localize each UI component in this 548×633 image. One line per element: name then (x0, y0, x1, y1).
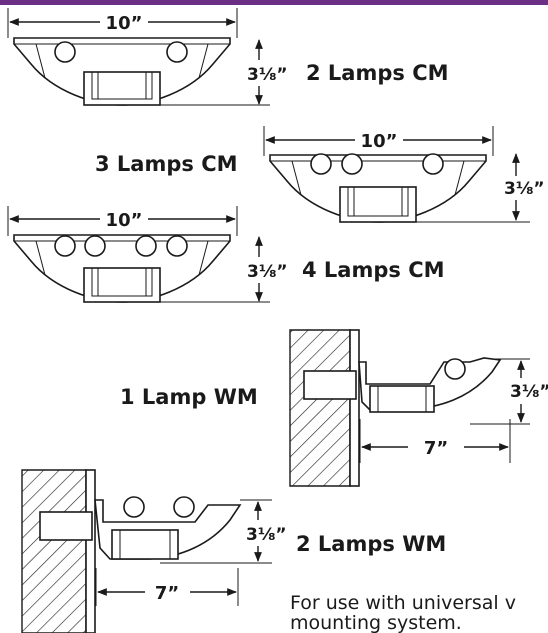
height-dimension: 3⅛” (246, 525, 287, 545)
label-2-lamps-wm: 2 Lamps WM (296, 532, 446, 556)
height-dimension: 3⅛” (247, 262, 288, 282)
label-4-lamps-cm: 4 Lamps CM (302, 258, 445, 282)
width-dimension: 10” (106, 13, 143, 34)
label-3-lamps-cm: 3 Lamps CM (95, 152, 238, 176)
mounting-note-line-2: mounting system. (290, 612, 462, 633)
width-dimension: 10” (361, 131, 398, 152)
label-1-lamp-wm: 1 Lamp WM (120, 385, 258, 409)
fixture-2-lamps-wm: 3⅛” 7” 2 Lamps WM (21, 469, 446, 633)
height-dimension: 3⅛” (510, 382, 548, 402)
depth-dimension: 7” (424, 438, 448, 459)
fixture-3-lamps-cm: 10” 3⅛” 3 Lamps CM (95, 126, 545, 223)
height-dimension: 3⅛” (504, 179, 545, 199)
depth-dimension: 7” (155, 583, 179, 604)
fixture-2-lamps-cm: 10” 3⅛” 2 Lamps CM (7, 8, 449, 106)
width-dimension: 10” (106, 210, 143, 231)
fixture-4-lamps-cm: 10” 3⅛” 4 Lamps CM (7, 206, 445, 303)
label-2-lamps-cm: 2 Lamps CM (306, 61, 449, 85)
height-dimension: 3⅛” (247, 65, 288, 85)
accent-bar (0, 0, 548, 5)
mounting-note-line-1: For use with universal v (290, 592, 516, 614)
fixture-1-lamp-wm: 7” 3⅛” 1 Lamp WM (120, 329, 548, 487)
